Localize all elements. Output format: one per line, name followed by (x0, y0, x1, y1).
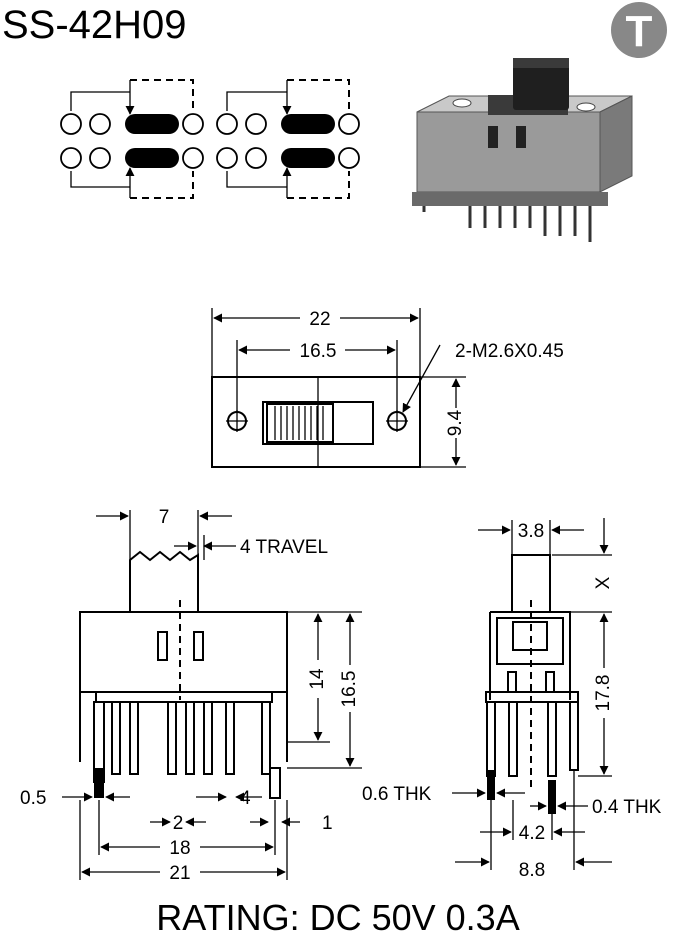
row-spacing-label: 4.2 (519, 823, 545, 844)
circuit-schematic (60, 79, 360, 199)
top-view: 22 16.5 2-M2.6X0.45 9.4 (211, 308, 564, 468)
pin-pitch-small-label: 2 (173, 813, 184, 834)
part-number-title: SS-42H09 (2, 3, 187, 47)
body-height-label: 14 (307, 668, 328, 690)
total-height-label: 16.5 (339, 671, 360, 708)
side-overall-label: 8.8 (519, 860, 545, 881)
side-height-label: 17.8 (593, 675, 614, 712)
product-illustration (412, 58, 633, 242)
brand-logo-icon: T (611, 2, 667, 58)
rating-text: RATING: DC 50V 0.3A (156, 897, 519, 938)
front-view: 7 4 TRAVEL 14 16. (20, 507, 362, 884)
actuator-width-label: 7 (159, 507, 170, 528)
travel-label: 4 TRAVEL (240, 537, 328, 558)
thk-right-label: 0.4 THK (592, 797, 662, 818)
hole-spacing-label: 16.5 (300, 341, 337, 362)
overall-width-label: 21 (169, 863, 190, 884)
top-height-label: 9.4 (445, 409, 466, 436)
x-label: X (593, 576, 614, 589)
brand-logo-letter: T (626, 7, 653, 56)
pin-offset-label: 1 (322, 813, 333, 834)
pin-thickness-label: 0.5 (20, 788, 46, 809)
actuator-depth-label: 3.8 (518, 521, 544, 542)
thk-left-label: 0.6 THK (362, 784, 432, 805)
side-view: 3.8 X 17.8 0.6 THK 0.4 THK (362, 518, 662, 881)
pin-span-label: 18 (169, 838, 190, 859)
top-width-label: 22 (309, 309, 330, 330)
pin-pitch-label: 4 (240, 788, 251, 809)
screw-spec-label: 2-M2.6X0.45 (455, 341, 564, 362)
